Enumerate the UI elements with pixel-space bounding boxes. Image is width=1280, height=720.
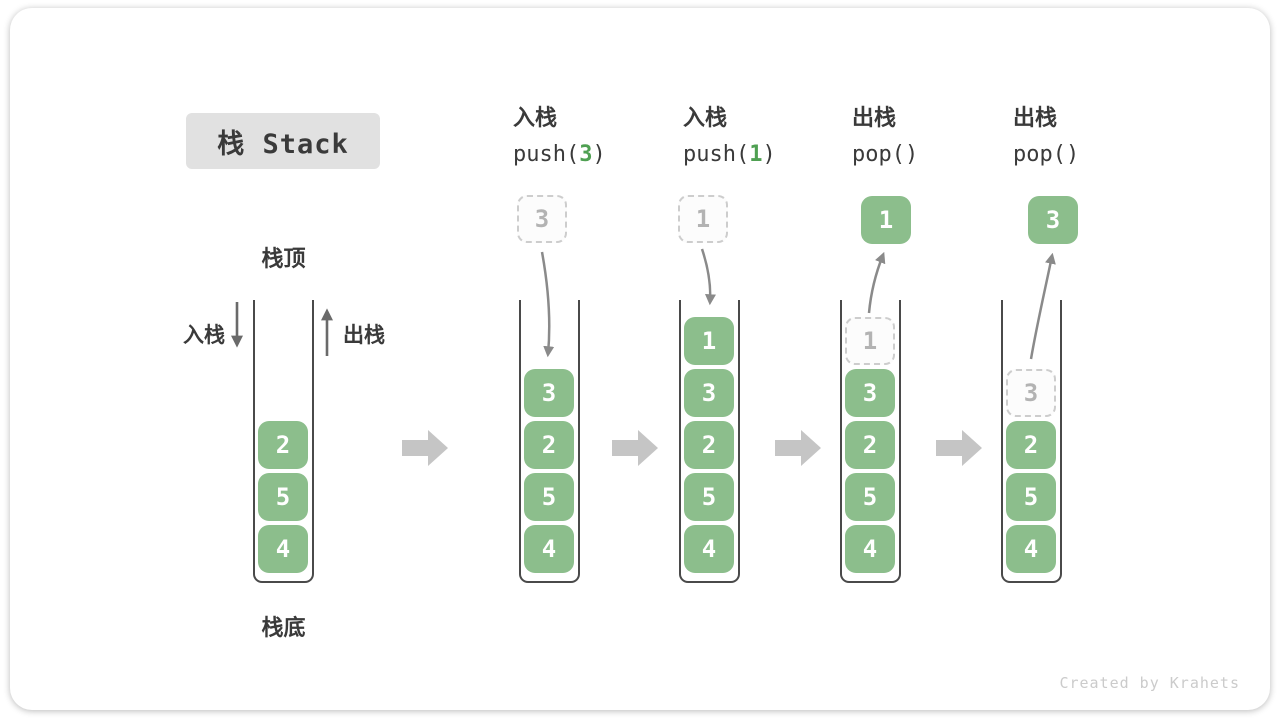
floating-value-box: 1 bbox=[678, 195, 728, 243]
floating-value-box: 3 bbox=[517, 195, 567, 243]
stack-container-push-1 bbox=[679, 300, 740, 583]
op-code-arg: 1 bbox=[749, 142, 763, 167]
popped-value-box: 1 bbox=[861, 196, 911, 244]
op-label: 入栈 bbox=[513, 106, 558, 131]
op-code: push(1) bbox=[683, 142, 776, 167]
stack-block: 1 bbox=[684, 317, 734, 365]
stack-block: 2 bbox=[258, 421, 308, 469]
popped-value-box: 3 bbox=[1028, 196, 1078, 244]
pop-side-label: 出栈 bbox=[343, 323, 385, 347]
push-side-label: 入栈 bbox=[183, 323, 225, 347]
ghost-slot: 1 bbox=[845, 317, 895, 365]
stack-block: 2 bbox=[845, 421, 895, 469]
stack-container-pop-1 bbox=[840, 300, 901, 583]
stack-block: 4 bbox=[524, 525, 574, 573]
stack-bottom-label: 栈底 bbox=[261, 616, 306, 641]
op-code: pop() bbox=[852, 142, 919, 167]
stack-block: 5 bbox=[258, 473, 308, 521]
op-header-push-3: 入栈 push(3) bbox=[513, 104, 683, 170]
stack-block: 4 bbox=[684, 525, 734, 573]
stack-block: 3 bbox=[845, 369, 895, 417]
stack-block: 2 bbox=[1006, 421, 1056, 469]
stack-block: 3 bbox=[524, 369, 574, 417]
op-header-pop-3: 出栈 pop() bbox=[1013, 104, 1183, 170]
stack-block: 5 bbox=[684, 473, 734, 521]
stack-block: 4 bbox=[258, 525, 308, 573]
op-code: push(3) bbox=[513, 142, 606, 167]
stack-block: 3 bbox=[684, 369, 734, 417]
op-header-pop-1: 出栈 pop() bbox=[852, 104, 1022, 170]
stack-top-label: 栈顶 bbox=[261, 247, 306, 272]
stack-block: 2 bbox=[524, 421, 574, 469]
ghost-slot: 3 bbox=[1006, 369, 1056, 417]
stack-block: 4 bbox=[1006, 525, 1056, 573]
op-label: 出栈 bbox=[852, 106, 897, 131]
op-code: pop() bbox=[1013, 142, 1080, 167]
stack-block: 5 bbox=[845, 473, 895, 521]
page-title: 栈 Stack bbox=[186, 113, 380, 169]
stack-container-initial bbox=[253, 300, 314, 583]
watermark: Created by Krahets bbox=[1059, 674, 1240, 692]
op-code-arg: 3 bbox=[579, 142, 593, 167]
stack-block: 5 bbox=[1006, 473, 1056, 521]
op-label: 出栈 bbox=[1013, 106, 1058, 131]
op-label: 入栈 bbox=[683, 106, 728, 131]
stack-block: 5 bbox=[524, 473, 574, 521]
op-header-push-1: 入栈 push(1) bbox=[683, 104, 853, 170]
stack-container-push-3 bbox=[519, 300, 580, 583]
stack-block: 2 bbox=[684, 421, 734, 469]
stack-block: 4 bbox=[845, 525, 895, 573]
stack-container-pop-3 bbox=[1001, 300, 1062, 583]
